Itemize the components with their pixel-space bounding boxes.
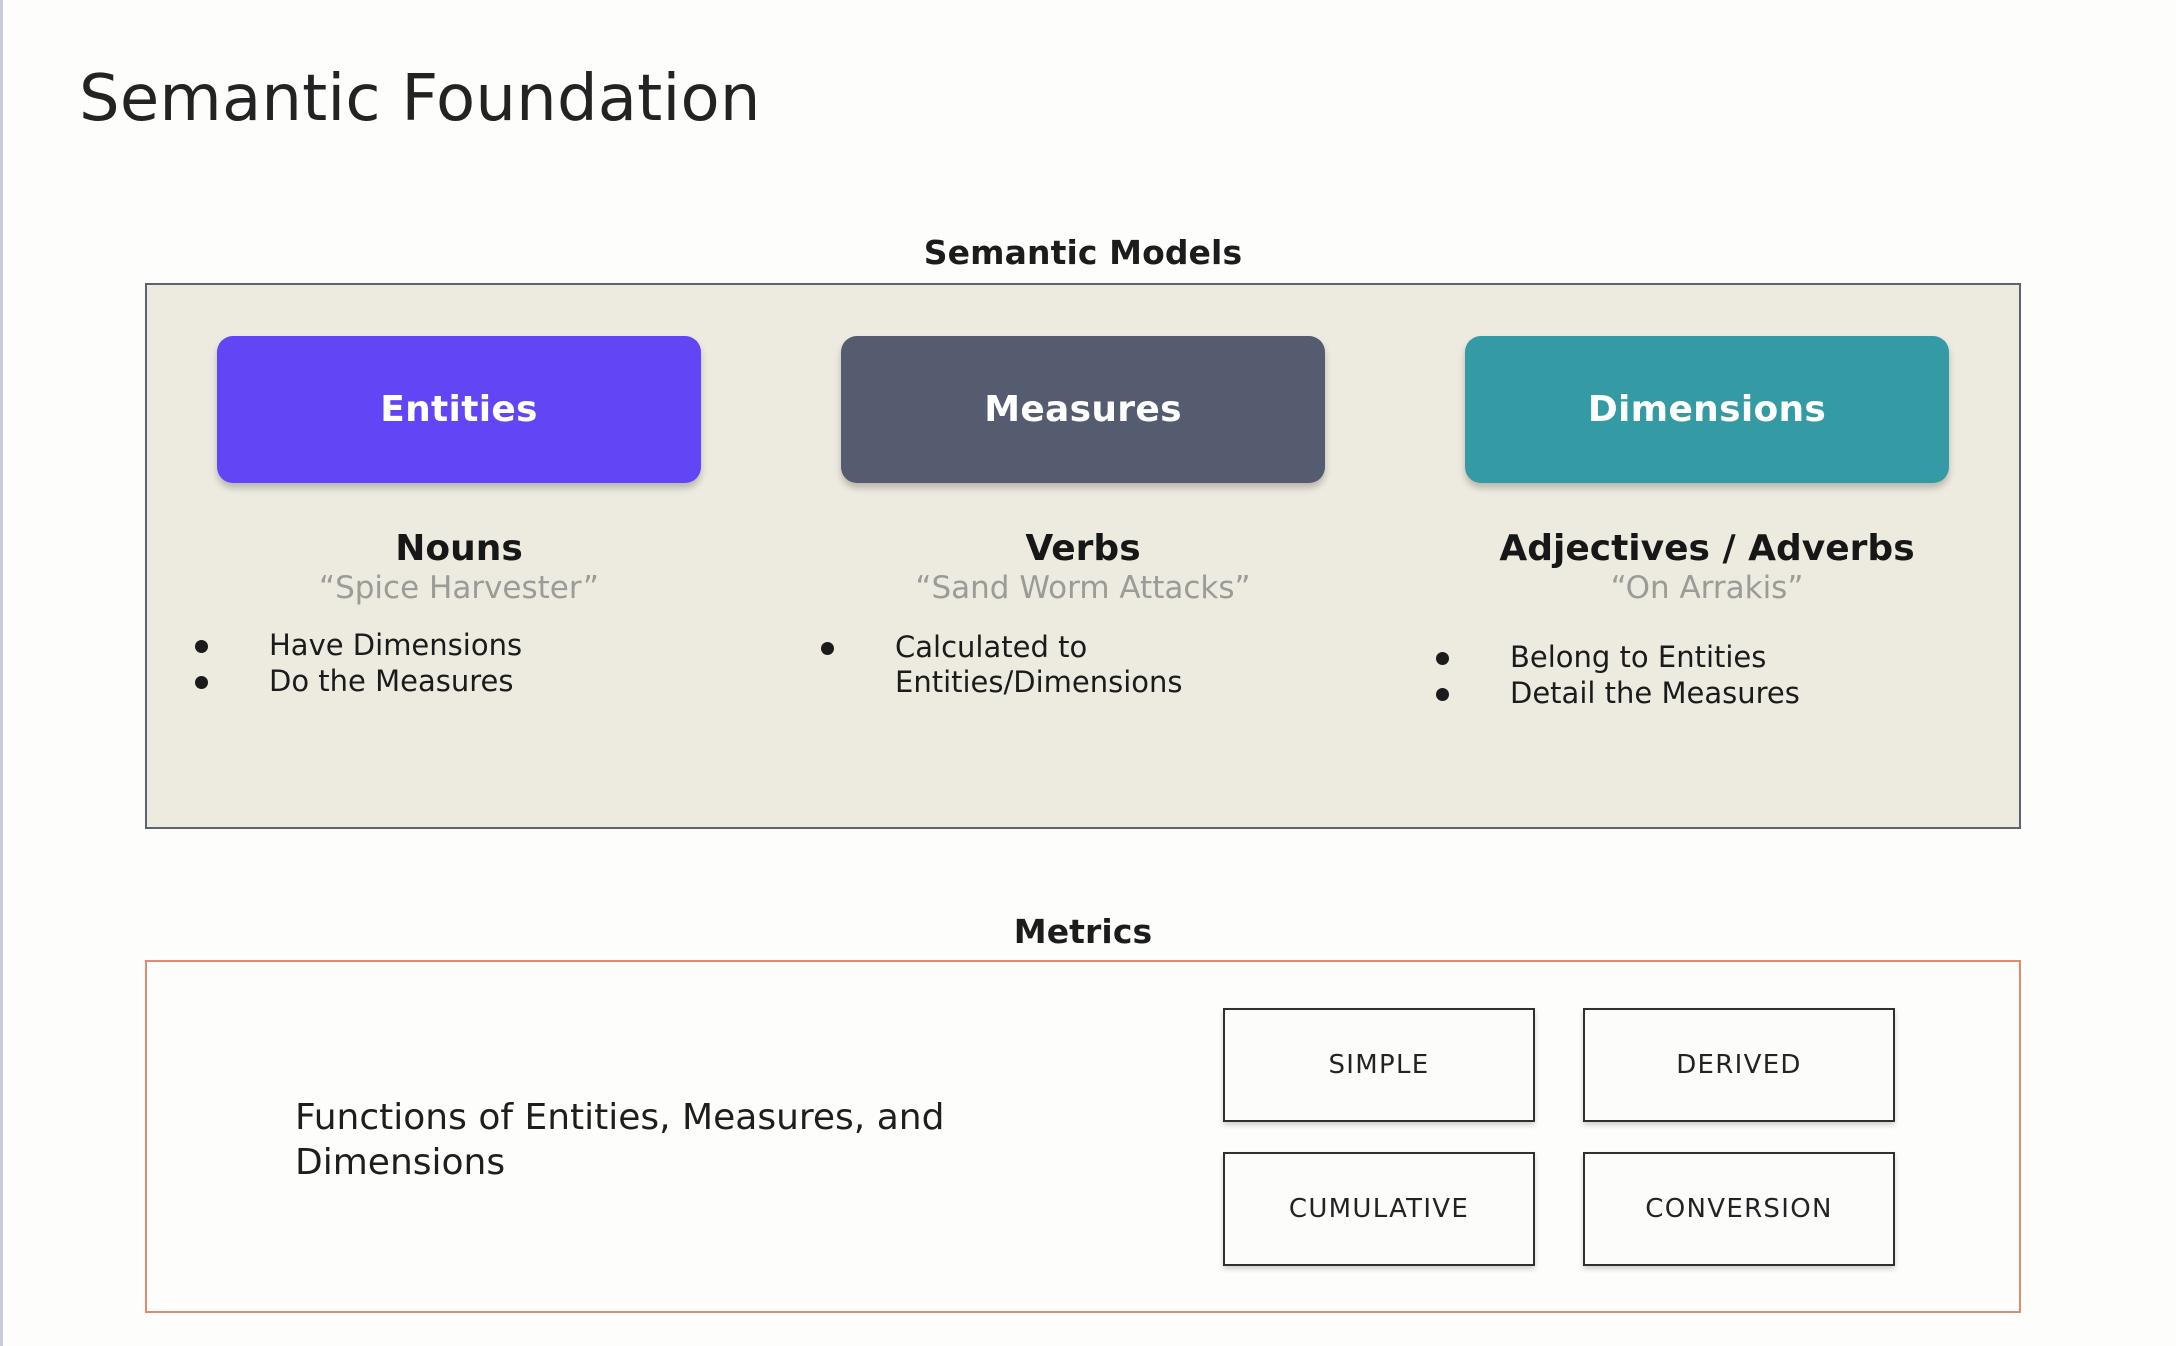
bullet-text: Do the Measures [269,663,514,698]
list-item: Calculated to Entities/Dimensions [821,630,1225,699]
dimensions-pill[interactable]: Dimensions [1465,336,1949,483]
metrics-section-label: Metrics [1013,912,1153,951]
semantic-column-dimensions: Dimensions Adjectives / Adverbs “On Arra… [1395,285,2019,827]
bullet-dot-icon [195,675,208,689]
measures-heading: Verbs [1025,528,1141,569]
measures-example: “Sand Worm Attacks” [915,569,1251,606]
dimensions-bullet-list: Belong to Entities Detail the Measures [1436,640,1800,710]
bullet-text: Calculated to Entities/Dimensions [895,630,1183,699]
measures-bullets-wrap: Calculated to Entities/Dimensions [721,630,1445,699]
list-item: Do the Measures [195,664,522,698]
bullet-dot-icon [1436,652,1449,666]
entities-bullets-wrap: Have Dimensions Do the Measures [99,628,819,698]
measures-pill[interactable]: Measures [841,336,1325,483]
list-item: Detail the Measures [1436,676,1800,710]
semantic-column-measures: Measures Verbs “Sand Worm Attacks” Calcu… [771,285,1395,827]
entities-heading: Nouns [395,528,523,569]
measures-bullet-list: Calculated to Entities/Dimensions [821,630,1225,699]
bullet-dot-icon [195,640,208,654]
bullet-text: Belong to Entities [1510,640,1767,675]
list-item: Belong to Entities [1436,640,1800,674]
entities-bullet-list: Have Dimensions Do the Measures [195,628,522,698]
metric-type-derived[interactable]: DERIVED [1583,1008,1895,1122]
bullet-dot-icon [1436,687,1449,701]
semantic-models-columns: Entities Nouns “Spice Harvester” Have Di… [147,285,2019,827]
bullet-text: Have Dimensions [269,628,523,663]
metrics-description: Functions of Entities, Measures, and Dim… [295,1097,945,1183]
page-title: Semantic Foundation [79,62,761,136]
dimensions-bullets-wrap: Belong to Entities Detail the Measures [1354,640,2060,710]
bullet-dot-icon [821,642,834,656]
semantic-models-section-label: Semantic Models [923,233,1243,272]
list-item: Have Dimensions [195,628,522,662]
bullet-text: Detail the Measures [1510,675,1800,710]
semantic-column-entities: Entities Nouns “Spice Harvester” Have Di… [147,285,771,827]
semantic-models-panel: Entities Nouns “Spice Harvester” Have Di… [145,283,2021,829]
dimensions-heading: Adjectives / Adverbs [1499,528,1915,569]
metric-type-cumulative[interactable]: CUMULATIVE [1223,1152,1535,1266]
metric-type-simple[interactable]: SIMPLE [1223,1008,1535,1122]
metric-type-grid: SIMPLE DERIVED CUMULATIVE CONVERSION [1223,1008,1913,1266]
entities-example: “Spice Harvester” [319,569,599,606]
entities-pill[interactable]: Entities [217,336,701,483]
metric-type-conversion[interactable]: CONVERSION [1583,1152,1895,1266]
dimensions-example: “On Arrakis” [1610,569,1804,606]
metrics-panel: Functions of Entities, Measures, and Dim… [145,960,2021,1313]
